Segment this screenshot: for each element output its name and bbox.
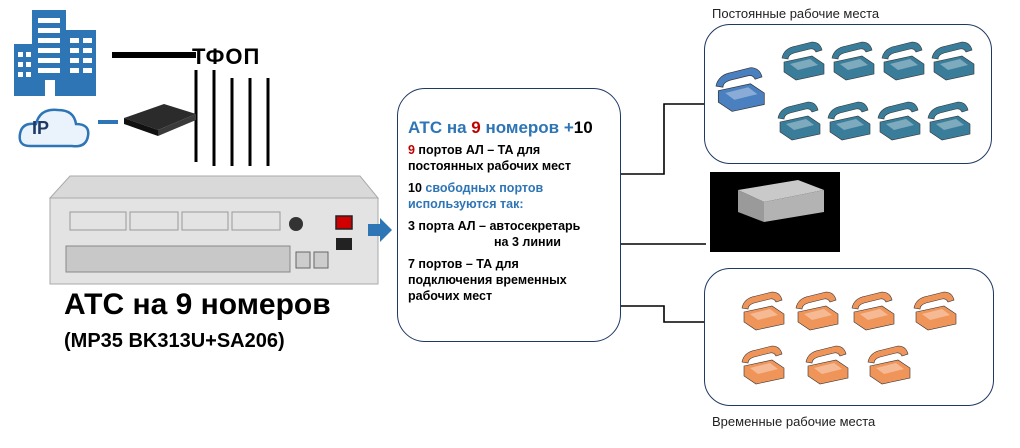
phone-icon <box>805 345 849 385</box>
phone-icon <box>781 41 825 81</box>
permanent-workplaces-box <box>704 24 992 164</box>
voip-gateway <box>124 104 196 136</box>
arrow-icon <box>368 218 392 242</box>
pbx-model: (MP35 BK313U+SA206) <box>64 330 285 352</box>
center-line-5: 3 порта АЛ – автосекретарь <box>408 219 581 233</box>
server-device <box>710 172 840 252</box>
center-line-8: подключения временных <box>408 273 567 287</box>
building-icon <box>14 10 96 96</box>
phone-icon <box>741 291 785 331</box>
temporary-workplaces-box <box>704 268 994 406</box>
pbx-description-box <box>397 88 621 342</box>
center-line-3: 10 свободных портов <box>408 181 544 195</box>
center-line-7: 7 портов – ТА для <box>408 257 519 271</box>
pbx-title: АТС на 9 номеров <box>64 288 331 321</box>
pbx-device <box>48 175 380 285</box>
phone-icon <box>777 101 821 141</box>
permanent-caption: Постоянные рабочие места <box>712 6 880 21</box>
center-title: АТС на 9 номеров +10 <box>408 118 593 137</box>
temporary-caption: Временные рабочие места <box>712 414 876 429</box>
phone-icon <box>913 291 957 331</box>
phone-icon <box>795 291 839 331</box>
center-line-2: постоянных рабочих мест <box>408 159 572 173</box>
center-line-4: используются так: <box>408 197 524 211</box>
phone-icon <box>867 345 911 385</box>
center-line-6: на 3 линии <box>494 235 561 249</box>
phone-icon <box>931 41 975 81</box>
phone-icon <box>881 41 925 81</box>
ip-label: IP <box>32 118 50 138</box>
center-line-9: рабочих мест <box>408 289 493 303</box>
phone-icon <box>741 345 785 385</box>
phone-icon <box>927 101 971 141</box>
center-line-1: 9 портов АЛ – ТА для <box>408 143 541 157</box>
phone-icon <box>831 41 875 81</box>
phone-icon <box>827 101 871 141</box>
tfop-label: ТФОП <box>192 44 261 69</box>
cloud-icon <box>18 108 90 148</box>
phone-icon <box>851 291 895 331</box>
phone-icon <box>877 101 921 141</box>
phone-icon <box>715 67 765 112</box>
